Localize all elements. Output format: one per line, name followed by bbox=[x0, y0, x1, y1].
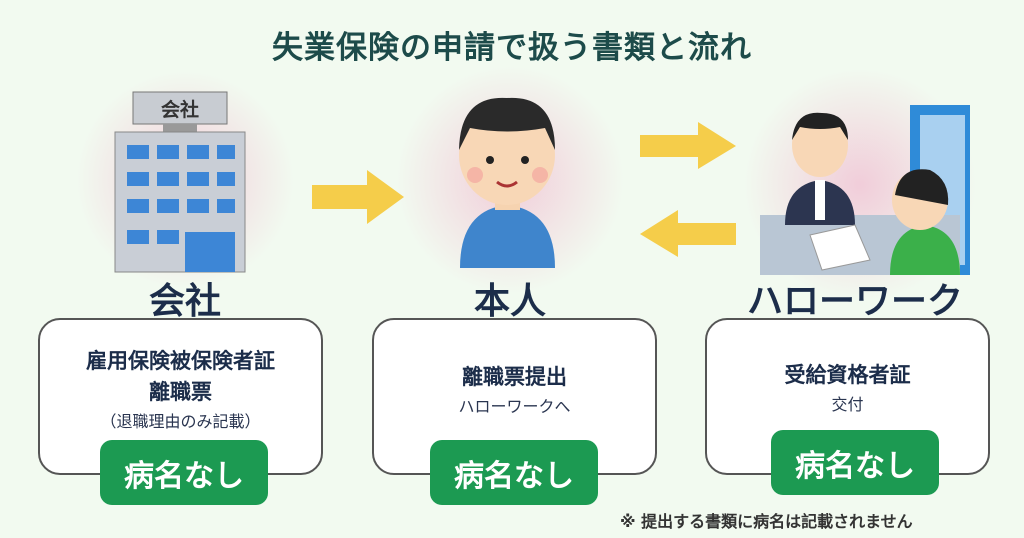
no-diagnosis-badge: 病名なし bbox=[771, 430, 939, 495]
column-label-self: 本人 bbox=[473, 281, 546, 322]
arrow-right-icon bbox=[640, 122, 736, 169]
no-diagnosis-badge: 病名なし bbox=[430, 440, 598, 505]
person-illustration bbox=[459, 97, 555, 268]
card-title: 離職票 bbox=[149, 380, 212, 404]
column-label-company: 会社 bbox=[148, 281, 221, 322]
company-building-illustration: 会社 bbox=[114, 91, 246, 273]
arrow-right-icon bbox=[312, 170, 404, 224]
card-title: 離職票提出 bbox=[462, 365, 567, 389]
card-subtext: （退職理由のみ記載） bbox=[100, 412, 261, 431]
arrow-left-icon bbox=[640, 210, 736, 257]
card-title: 受給資格者証 bbox=[784, 363, 911, 387]
card-subtext: 交付 bbox=[831, 395, 864, 414]
no-diagnosis-badge: 病名なし bbox=[100, 440, 268, 505]
card-title: 雇用保険被保険者証 bbox=[86, 349, 275, 373]
hellowork-counter-illustration bbox=[760, 105, 970, 275]
footnote: ※ 提出する書類に病名は記載されません bbox=[620, 512, 913, 531]
column-label-hellowork: ハローワーク bbox=[746, 281, 963, 322]
company-sign: 会社 bbox=[161, 98, 199, 121]
page-title: 失業保険の申請で扱う書類と流れ bbox=[272, 30, 752, 66]
card-subtext: ハローワークへ bbox=[458, 397, 571, 416]
